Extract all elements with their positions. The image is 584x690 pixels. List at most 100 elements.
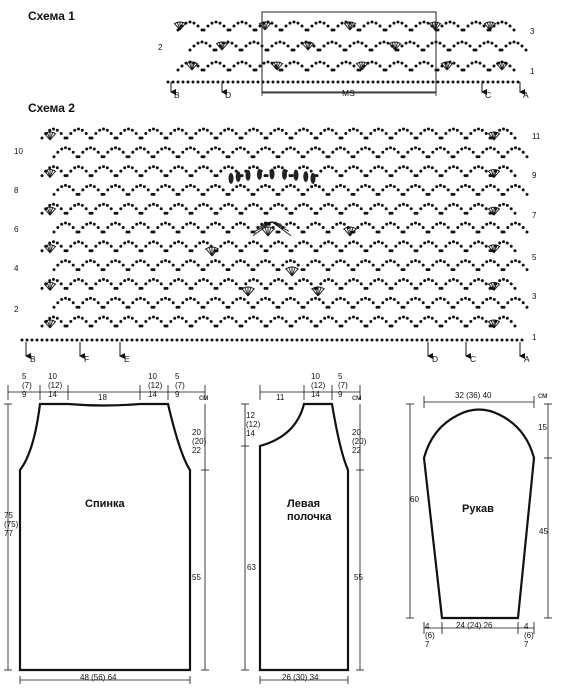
chain-stitch bbox=[292, 60, 296, 64]
chain-stitch bbox=[367, 185, 371, 189]
chain-stitch bbox=[477, 202, 480, 206]
chain-stitch bbox=[267, 260, 271, 264]
chain-stitch bbox=[414, 221, 417, 225]
chain-stitch bbox=[105, 279, 109, 283]
chain-stitch bbox=[352, 165, 355, 169]
chain-stitch bbox=[469, 282, 473, 286]
chain-stitch bbox=[165, 249, 169, 253]
chain-stitch bbox=[221, 150, 225, 154]
shell-stitch bbox=[205, 246, 219, 257]
marker-label: E bbox=[124, 354, 130, 364]
chain-stitch bbox=[415, 136, 419, 140]
chain-stitch bbox=[517, 185, 521, 189]
chain-stitch bbox=[440, 211, 444, 215]
chain-stitch bbox=[302, 192, 306, 196]
chain-stitch bbox=[513, 249, 517, 253]
chain-stitch bbox=[305, 279, 309, 283]
chain-stitch bbox=[406, 150, 410, 154]
chain-stitch bbox=[127, 230, 131, 234]
chain-stitch bbox=[294, 244, 298, 248]
s2-right-row: 11 bbox=[532, 132, 541, 141]
sleeve-top-dim: 32 (36) 40 bbox=[455, 391, 492, 400]
chain-stitch bbox=[510, 185, 514, 189]
chain-stitch bbox=[377, 165, 380, 169]
chain-stitch bbox=[335, 297, 339, 301]
chain-stitch bbox=[381, 263, 385, 267]
chain-stitch bbox=[513, 324, 517, 328]
chain-stitch bbox=[48, 128, 52, 132]
chain-stitch bbox=[242, 185, 246, 189]
chain-stitch bbox=[452, 230, 456, 234]
chain-stitch bbox=[165, 174, 169, 178]
chain-stitch bbox=[298, 128, 302, 132]
chain-stitch bbox=[218, 21, 222, 25]
chain-stitch bbox=[374, 21, 378, 25]
chain-stitch bbox=[180, 241, 184, 245]
chain-stitch bbox=[98, 241, 102, 245]
chain-stitch bbox=[98, 166, 102, 170]
chain-stitch bbox=[367, 222, 371, 226]
chain-stitch bbox=[378, 24, 382, 28]
chain-stitch bbox=[444, 320, 448, 323]
chain-stitch bbox=[100, 338, 104, 342]
chain-stitch bbox=[434, 244, 438, 248]
chain-stitch bbox=[496, 21, 500, 25]
chain-stitch bbox=[127, 202, 130, 206]
chain-stitch bbox=[365, 211, 369, 215]
chain-stitch bbox=[513, 136, 517, 140]
chain-stitch bbox=[94, 132, 98, 135]
chain-stitch bbox=[131, 188, 135, 192]
chain-stitch bbox=[415, 324, 419, 328]
chain-stitch bbox=[65, 174, 69, 178]
chain-stitch bbox=[94, 169, 98, 173]
chain-stitch bbox=[110, 297, 114, 301]
chain-stitch bbox=[40, 136, 44, 140]
chain-stitch bbox=[401, 80, 405, 84]
chain-stitch bbox=[465, 324, 469, 328]
chain-stitch bbox=[256, 80, 260, 84]
chain-stitch bbox=[521, 150, 525, 154]
shell-stitch bbox=[185, 61, 199, 71]
chain-stitch bbox=[148, 203, 152, 207]
chain-stitch bbox=[159, 282, 163, 286]
chain-stitch bbox=[300, 24, 304, 28]
chain-stitch bbox=[498, 166, 502, 170]
puff-stitch bbox=[235, 171, 241, 183]
chain-stitch bbox=[477, 315, 480, 319]
chain-stitch bbox=[231, 188, 235, 192]
chain-stitch bbox=[496, 301, 500, 305]
chain-stitch bbox=[166, 80, 170, 84]
chain-stitch bbox=[440, 136, 444, 140]
chain-stitch bbox=[305, 316, 309, 320]
chain-stitch bbox=[69, 132, 73, 135]
chain-stitch bbox=[416, 44, 420, 48]
marker-label: C bbox=[485, 90, 491, 100]
chain-stitch bbox=[214, 60, 218, 64]
chain-stitch bbox=[65, 249, 69, 253]
chain-stitch bbox=[110, 222, 114, 226]
chain-stitch bbox=[514, 296, 517, 300]
chain-stitch bbox=[256, 188, 260, 192]
chain-stitch bbox=[277, 240, 280, 244]
chain-stitch bbox=[402, 165, 405, 169]
chain-stitch bbox=[185, 260, 189, 264]
chain-stitch bbox=[219, 207, 223, 211]
chain-stitch bbox=[48, 203, 52, 207]
back-neck-right-dim: 10(12)14 bbox=[148, 372, 163, 399]
chain-stitch bbox=[246, 226, 250, 229]
chain-stitch bbox=[477, 155, 481, 159]
chain-stitch bbox=[227, 268, 231, 272]
chain-stitch bbox=[96, 301, 100, 305]
chain-stitch bbox=[239, 296, 242, 300]
chain-stitch bbox=[127, 155, 131, 159]
chain-stitch bbox=[181, 188, 185, 192]
chain-stitch bbox=[373, 241, 377, 245]
chain-stitch bbox=[115, 211, 119, 215]
chain-stitch bbox=[310, 260, 314, 264]
chain-stitch bbox=[419, 169, 423, 173]
chain-stitch bbox=[260, 297, 264, 301]
chain-stitch bbox=[394, 169, 398, 173]
chain-stitch bbox=[77, 305, 81, 309]
chain-stitch bbox=[73, 316, 77, 320]
chain-stitch bbox=[498, 203, 502, 207]
